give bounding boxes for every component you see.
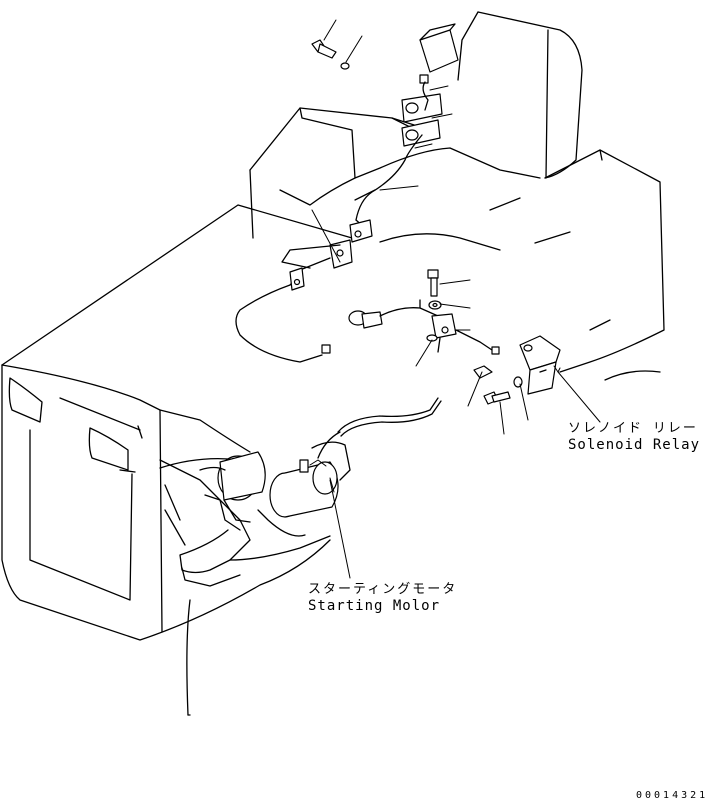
starting-motor-label-en: Starting Molor (308, 598, 441, 614)
drawing-number: 00014321 (636, 790, 709, 801)
relay-wiring (348, 299, 500, 355)
engine-area (159, 457, 331, 716)
starting-motor-label-jp: スターティングモータ (308, 582, 458, 597)
upper-harness (235, 23, 459, 363)
solenoid-relay-drawing (519, 335, 561, 395)
starter-cable (337, 397, 442, 437)
starting-motor-drawing (199, 431, 351, 531)
hardware (311, 39, 523, 405)
leader-lines (311, 19, 601, 579)
front-body (1, 204, 353, 641)
cab-body (457, 11, 665, 381)
solenoid-relay-label-jp: ソレノイド リレー (568, 421, 698, 436)
solenoid-relay-label-en: Solenoid Relay (568, 437, 701, 453)
